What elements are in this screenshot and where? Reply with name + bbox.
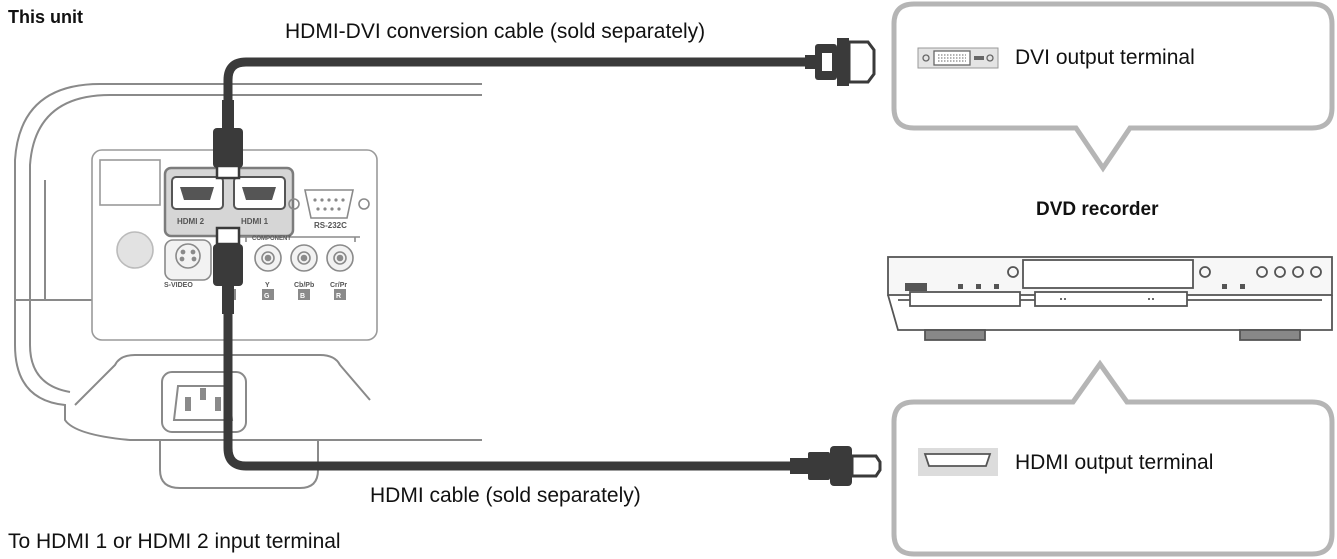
hdmi2-port-label: HDMI 2 [177, 217, 205, 226]
component-label: COMPONENT [252, 236, 291, 242]
hdmi-callout-bubble [891, 359, 1335, 557]
hdmi-output-label: HDMI output terminal [1015, 451, 1214, 474]
dvi-output-label: DVI output terminal [1015, 46, 1195, 69]
recorder-label: DVD recorder [1036, 199, 1159, 220]
hdmi-dvi-cable [223, 57, 815, 105]
input-terminal-label: To HDMI 1 or HDMI 2 input terminal [8, 530, 341, 553]
svideo-port-label: S-VIDEO [164, 282, 193, 289]
hdmi-plug-right [790, 446, 882, 486]
hdmi-port-group [163, 166, 295, 238]
dvi-plug [805, 38, 876, 86]
dvi-cable-label: HDMI-DVI conversion cable (sold separate… [285, 20, 706, 43]
rs232c-port [288, 189, 370, 219]
y-port-label: Y [265, 282, 270, 289]
component-ports [222, 236, 360, 300]
g-port-label: G [264, 293, 270, 300]
hdmi-port-icon [918, 448, 998, 476]
crpr-port-label: Cr/Pr [330, 282, 347, 289]
dvi-port-icon [917, 47, 999, 69]
cbpb-port-label: Cb/Pb [294, 282, 314, 289]
dvi-callout-bubble [891, 1, 1335, 173]
b-port-label: B [300, 293, 305, 300]
dvd-recorder [887, 256, 1333, 341]
hdmi-cable-label: HDMI cable (sold separately) [370, 484, 641, 507]
power-inlet [161, 371, 247, 433]
rs232c-port-label: RS-232C [314, 221, 347, 230]
hdmi-cable [223, 310, 795, 471]
r-port-label: R [336, 293, 341, 300]
hdmi-plug-bottom [213, 226, 243, 314]
hdmi-plug-top [213, 100, 243, 180]
svideo-port [164, 239, 212, 281]
unit-label: This unit [8, 7, 83, 27]
hdmi1-port-label: HDMI 1 [241, 217, 269, 226]
